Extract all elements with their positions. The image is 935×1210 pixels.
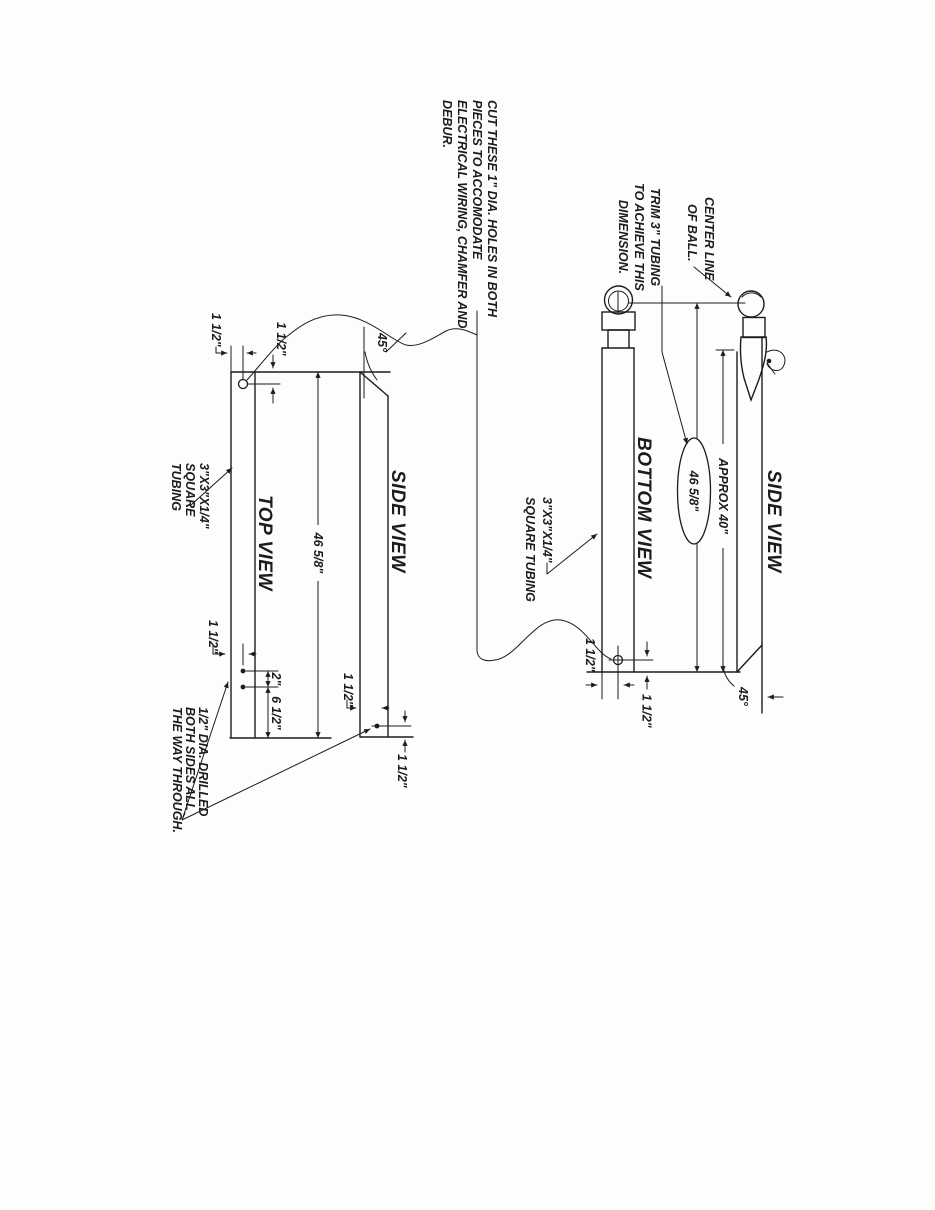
- coupler-tubing-label: 3"X3"X1/4" SQUARE TUBING: [523, 497, 597, 602]
- center-line-leader: [693, 266, 732, 298]
- tube-length-dimension: 46 5/8": [311, 371, 326, 739]
- coupler-collar-bottom: [601, 311, 636, 331]
- chamfer-angle-text: 45°: [375, 332, 389, 353]
- tube-drawing: 46 5/8" 1 1/2" 1 1/2" 45°: [169, 313, 414, 833]
- tubing-label-leader: [190, 467, 233, 506]
- hole-end-dim-text: 1 1/2": [274, 322, 288, 357]
- tube-tubing-label: 3"X3"X1/4" SQUARE TUBING: [169, 463, 233, 530]
- hole-edge-dim-text: 1 1/2": [583, 638, 597, 673]
- coupler-hole-dimensions: 1 1/2" 1 1/2": [583, 638, 654, 729]
- coupler-latch-icon: [766, 349, 786, 375]
- hitch-ball-bottom-icon: [603, 285, 634, 315]
- coupler-collar-side: [742, 316, 766, 339]
- trim-note-line: TRIM 3" TUBING: [648, 188, 662, 287]
- note-line: CUT THESE 1" DIA. HOLES IN BOTH: [485, 100, 499, 318]
- chamfer-angle-text: 45°: [736, 686, 750, 707]
- bottom-view-label: BOTTOM VIEW: [633, 437, 654, 580]
- hole-spacing-dim-text: 2": [269, 672, 283, 687]
- top-view-label: TOP VIEW: [254, 495, 275, 592]
- length-dimension: 46 5/8": [676, 302, 712, 673]
- tube-side-view-label: SIDE VIEW: [387, 470, 408, 574]
- trim-note-line: TO ACHIEVE THIS: [632, 183, 646, 291]
- coupler-drawing: 46 5/8" APPROX 40" 1 1/2" 1 1/2": [523, 183, 786, 729]
- drilled-hole-side: [374, 723, 380, 729]
- drill-note: 1/2" DIA. DRILLED BOTH SIDES ALL THE WAY…: [170, 681, 371, 833]
- tube-top-view: [229, 371, 391, 739]
- approx-dim-text: APPROX 40": [716, 457, 730, 535]
- trim-note-line: DIMENSION.: [616, 200, 630, 274]
- note-line: PIECES TO ACCOMODATE: [470, 100, 484, 260]
- hole-edge-dim-text: 1 1/2": [209, 313, 223, 348]
- hitch-ball-side-icon: [737, 290, 765, 318]
- trim-note-leader: [661, 285, 688, 445]
- tube-side-view: [359, 371, 414, 738]
- note-line: DEBUR.: [440, 100, 454, 148]
- approx-dimension: APPROX 40": [715, 349, 735, 673]
- center-line-note: CENTER LINE OF BALL.: [685, 197, 732, 298]
- wiring-hole: [237, 378, 249, 390]
- hole-end-dim-text: 1 1/2": [640, 694, 654, 729]
- trim-note: TRIM 3" TUBING TO ACHIEVE THIS DIMENSION…: [616, 183, 688, 445]
- tube-length-dim-text: 46 5/8": [311, 532, 325, 575]
- tubing-label-line: 3"X3"X1/4": [197, 463, 211, 530]
- center-line-note-line: OF BALL.: [685, 204, 699, 262]
- center-line-note-line: CENTER LINE: [702, 197, 716, 281]
- length-dim-text: 46 5/8": [687, 470, 701, 513]
- tube-side-hole-dimensions: 1 1/2" 1 1/2": [341, 673, 409, 789]
- tubing-label-leader: [546, 534, 597, 575]
- tubing-label-line: SQUARE: [183, 463, 197, 517]
- note-line: ELECTRICAL WIRING, CHAMFER AND: [455, 100, 469, 328]
- coupler-bottom-view: [586, 285, 741, 700]
- sv-hole-edge-dim-text: 1 1/2": [341, 673, 355, 708]
- sv-hole-end-dim-text: 1 1/2": [395, 754, 409, 789]
- drill-note-line: 1/2" DIA. DRILLED: [196, 707, 210, 816]
- coupler-side-view-label: SIDE VIEW: [763, 470, 784, 574]
- tube-chamfer-callout: 45°: [363, 326, 407, 399]
- dimension-balloon: [676, 437, 712, 545]
- holes-edge-dim-text: 1 1/2": [206, 620, 220, 655]
- hole-to-end-dim-text: 6 1/2": [269, 696, 283, 731]
- general-note: CUT THESE 1" DIA. HOLES IN BOTH PIECES T…: [246, 100, 612, 662]
- tubing-label-line: TUBING: [169, 463, 183, 511]
- drilled-hole: [240, 684, 246, 690]
- drill-note-leader-side: [181, 728, 371, 821]
- tube-front-hole-dimensions: 1 1/2" 1 1/2": [209, 313, 288, 404]
- tube-rear-hole-dimensions: 2" 6 1/2" 1 1/2": [206, 620, 283, 739]
- note-leader-to-coupler-hole: [476, 619, 612, 662]
- tubing-label-line: SQUARE TUBING: [523, 497, 537, 602]
- drilled-hole: [240, 668, 246, 674]
- coupler-body-side: [739, 336, 768, 403]
- tubing-label-line: 3"X3"X1/4": [540, 497, 554, 564]
- coupler-side-view: [736, 290, 786, 714]
- coupler-chamfer-callout: 45°: [722, 659, 784, 707]
- note-leader-to-tube-hole: [246, 314, 478, 381]
- drill-note-line: THE WAY THROUGH.: [170, 707, 184, 833]
